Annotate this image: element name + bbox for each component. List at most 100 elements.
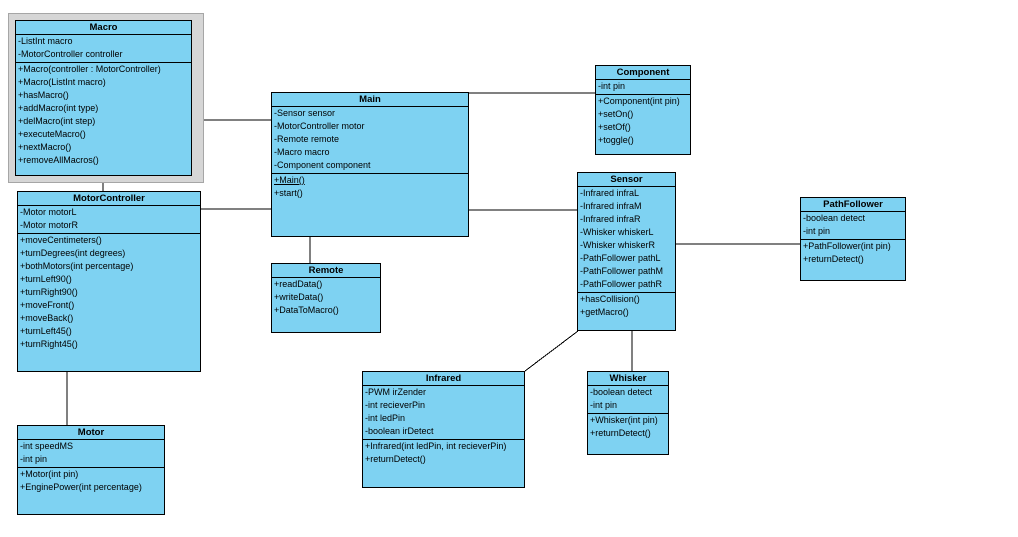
class-method: +executeMacro() bbox=[18, 129, 86, 139]
class-method: +setOf() bbox=[598, 122, 631, 132]
class-method: +PathFollower(int pin) bbox=[803, 241, 891, 251]
class-attribute: -Infrared infraL bbox=[580, 188, 640, 198]
class-title: PathFollower bbox=[801, 198, 905, 212]
class-method: +setOn() bbox=[598, 109, 634, 119]
class-attribute: -Whisker whiskerL bbox=[580, 227, 654, 237]
class-title: Macro bbox=[16, 21, 191, 35]
methods-compartment: +Infrared(int ledPin, int recieverPin) +r… bbox=[363, 440, 524, 487]
class-macro[interactable]: Macro-ListInt macro -MotorController cont… bbox=[15, 20, 192, 176]
methods-compartment: +moveCentimeters() +turnDegrees(int degre… bbox=[18, 234, 200, 371]
class-attribute: -Remote remote bbox=[274, 134, 340, 144]
attributes-compartment: -int pin bbox=[596, 80, 690, 95]
class-method: +moveCentimeters() bbox=[20, 235, 102, 245]
class-attribute: -boolean detect bbox=[803, 213, 866, 223]
class-method: +delMacro(int step) bbox=[18, 116, 96, 126]
class-method: +Macro(ListInt macro) bbox=[18, 77, 106, 87]
class-method: +turnDegrees(int degrees) bbox=[20, 248, 126, 258]
attributes-compartment: -PWM irZender-int recieverPin-int ledPin… bbox=[363, 386, 524, 440]
class-method: +hasCollision() bbox=[580, 294, 640, 304]
class-method: +returnDetect() bbox=[803, 254, 864, 264]
class-title: Whisker bbox=[588, 372, 668, 386]
methods-compartment: +PathFollower(int pin) +returnDetect() bbox=[801, 240, 905, 280]
class-method: +hasMacro() bbox=[18, 90, 69, 100]
class-method: +turnRight90() bbox=[20, 287, 78, 297]
class-attribute: -ListInt macro bbox=[18, 36, 73, 46]
attributes-compartment: -Motor motorL -Motor motorR bbox=[18, 206, 200, 234]
class-attribute: -Motor motorR bbox=[20, 220, 79, 230]
class-pathfollower[interactable]: PathFollower-boolean detect -int pin +Path… bbox=[800, 197, 906, 281]
class-motorcontroller[interactable]: MotorController-Motor motorL-Motor motor… bbox=[17, 191, 201, 372]
class-method: +turnLeft45() bbox=[20, 326, 72, 336]
class-method: +Whisker(int pin) bbox=[590, 415, 658, 425]
class-title: Infrared bbox=[363, 372, 524, 386]
class-main[interactable]: Main-Sensor sensor -MotorController motor… bbox=[271, 92, 469, 237]
class-method: +moveFront() bbox=[20, 300, 75, 310]
attributes-compartment: -ListInt macro -MotorController controlle… bbox=[16, 35, 191, 63]
class-method: +returnDetect() bbox=[365, 454, 426, 464]
class-method: +Motor(int pin) bbox=[20, 469, 79, 479]
class-method: +nextMacro() bbox=[18, 142, 72, 152]
methods-compartment: +Macro(controller : MotorController) +Mac… bbox=[16, 63, 191, 175]
class-attribute: -Infrared infraM bbox=[580, 201, 642, 211]
class-method: +Infrared(int ledPin, int recieverPin) bbox=[365, 441, 507, 451]
methods-compartment: +hasCollision() +getMacro() bbox=[578, 293, 675, 330]
class-attribute: -int pin bbox=[590, 400, 618, 410]
class-method: +removeAllMacros() bbox=[18, 155, 99, 165]
class-motor[interactable]: Motor-int speedMS-int pin+Motor(int pin)… bbox=[17, 425, 165, 515]
class-method: +moveBack() bbox=[20, 313, 74, 323]
class-attribute: -int pin bbox=[598, 81, 626, 91]
class-title: Component bbox=[596, 66, 690, 80]
methods-compartment: +readData() +writeData() +DataToMacro() bbox=[272, 278, 380, 332]
class-method: +DataToMacro() bbox=[274, 305, 339, 315]
attributes-compartment: -boolean detect -int pin bbox=[588, 386, 668, 414]
class-attribute: -Motor motorL bbox=[20, 207, 77, 217]
class-attribute: -int pin bbox=[803, 226, 831, 236]
class-attribute: -Component component bbox=[274, 160, 371, 170]
connector-sensor-infrared[interactable] bbox=[524, 330, 579, 372]
class-method: +Macro(controller : MotorController) bbox=[18, 64, 161, 74]
class-attribute: -Macro macro bbox=[274, 147, 330, 157]
class-attribute: -MotorController controller bbox=[18, 49, 123, 59]
class-attribute: -Infrared infraR bbox=[580, 214, 641, 224]
class-attribute: -PathFollower pathR bbox=[580, 279, 663, 289]
class-component[interactable]: Component-int pin +Component(int pin) +set… bbox=[595, 65, 691, 155]
methods-compartment: +Main() +start() bbox=[272, 174, 468, 236]
class-attribute: -boolean irDetect bbox=[365, 426, 434, 436]
class-attribute: -Whisker whiskerR bbox=[580, 240, 656, 250]
class-method: +Main() bbox=[274, 175, 305, 185]
class-whisker[interactable]: Whisker-boolean detect -int pin +Whisker(i… bbox=[587, 371, 669, 455]
class-method: +getMacro() bbox=[580, 307, 629, 317]
class-method: +addMacro(int type) bbox=[18, 103, 99, 113]
class-method: +writeData() bbox=[274, 292, 324, 302]
methods-compartment: +Component(int pin) +setOn() +setOf() +togg… bbox=[596, 95, 690, 154]
class-method: +readData() bbox=[274, 279, 323, 289]
class-attribute: -PathFollower pathL bbox=[580, 253, 661, 263]
class-title: Sensor bbox=[578, 173, 675, 187]
class-attribute: -PathFollower pathM bbox=[580, 266, 664, 276]
attributes-compartment: -boolean detect -int pin bbox=[801, 212, 905, 240]
class-remote[interactable]: Remote+readData() +writeData() +DataToMacr… bbox=[271, 263, 381, 333]
class-infrared[interactable]: Infrared-PWM irZender-int recieverPin-in… bbox=[362, 371, 525, 488]
class-sensor[interactable]: Sensor-Infrared infraL -Infrared infraM -I… bbox=[577, 172, 676, 331]
class-title: Main bbox=[272, 93, 468, 107]
class-title: Remote bbox=[272, 264, 380, 278]
class-method: +EnginePower(int percentage) bbox=[20, 482, 142, 492]
class-attribute: -Sensor sensor bbox=[274, 108, 336, 118]
methods-compartment: +Motor(int pin) +EnginePower(int percenta… bbox=[18, 468, 164, 514]
class-attribute: -MotorController motor bbox=[274, 121, 365, 131]
attributes-compartment: -int speedMS -int pin bbox=[18, 440, 164, 468]
class-attribute: -int speedMS bbox=[20, 441, 74, 451]
class-method: +turnRight45() bbox=[20, 339, 78, 349]
class-method: +toggle() bbox=[598, 135, 634, 145]
methods-compartment: +Whisker(int pin) +returnDetect() bbox=[588, 414, 668, 454]
class-attribute: -int pin bbox=[20, 454, 48, 464]
class-method: +returnDetect() bbox=[590, 428, 651, 438]
class-attribute: -boolean detect bbox=[590, 387, 653, 397]
class-method: +turnLeft90() bbox=[20, 274, 72, 284]
attributes-compartment: -Sensor sensor -MotorController motor -Rem… bbox=[272, 107, 468, 174]
class-method: +Component(int pin) bbox=[598, 96, 680, 106]
class-method: +start() bbox=[274, 188, 303, 198]
class-attribute: -PWM irZender bbox=[365, 387, 427, 397]
